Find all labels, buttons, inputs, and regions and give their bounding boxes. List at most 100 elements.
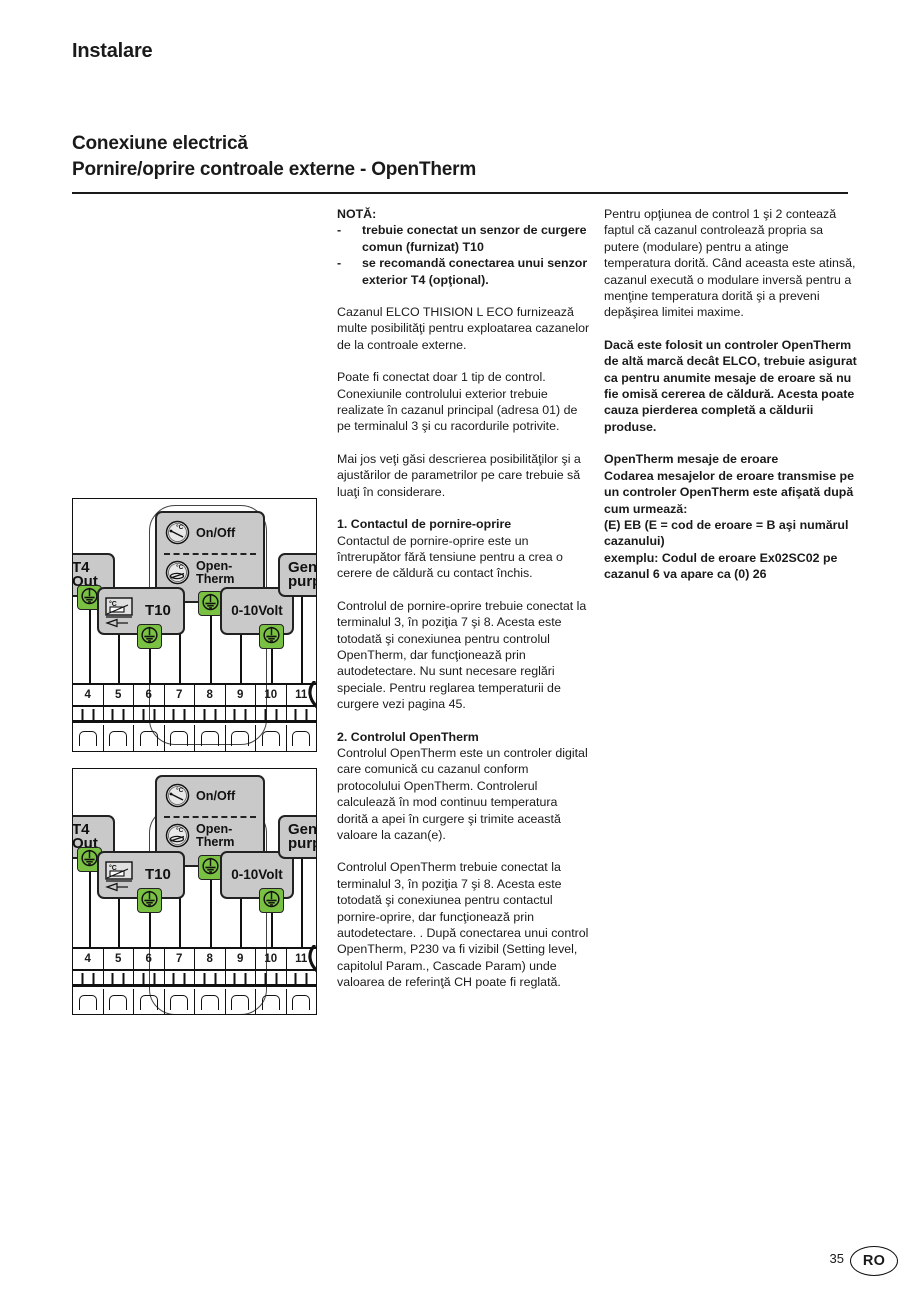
note-item-text: trebuie conectat un senzor de curgere co… — [362, 223, 587, 254]
terminal-cell: 6 — [134, 949, 165, 969]
row-onoff: °C On/Off — [157, 519, 263, 546]
terminal-cell: 7 — [165, 949, 195, 969]
label-opentherm: Open- Therm — [196, 821, 235, 849]
paragraph: Contactul de pornire-oprire este un într… — [337, 533, 563, 581]
terminal-clamp-row — [73, 707, 316, 723]
wire-t4 — [89, 597, 91, 683]
paragraph: Poate fi conectat doar 1 tip de control.… — [337, 370, 578, 434]
middle-text-column: NOTĂ: - trebuie conectat un senzor de cu… — [337, 206, 590, 1007]
note-heading: NOTĂ: — [337, 207, 377, 221]
right-text-column: Pentru opţiunea de control 1 şi 2 contea… — [604, 206, 857, 583]
wire-t4 — [89, 859, 91, 947]
wire-opentherm-a — [179, 867, 181, 947]
temperature-sensor-icon: °C — [104, 596, 140, 628]
terminal-clamp-row — [73, 971, 316, 987]
paragraph: Controlul de pornire-oprire trebuie cone… — [337, 598, 587, 712]
section-title: Conexiune electrică Pornire/oprire contr… — [72, 131, 476, 183]
note-dash: - — [337, 223, 342, 238]
note-list-item: - trebuie conectat un senzor de curgere … — [337, 222, 590, 255]
terminal-cell: 10 — [256, 949, 287, 969]
label-0-10-volt: 0-10Volt — [231, 603, 283, 618]
label-0-10-volt: 0-10Volt — [231, 867, 283, 882]
note-item-text: se recomandă conectarea unui senzor exte… — [362, 256, 588, 287]
locale-badge: RO — [850, 1246, 898, 1276]
note-list-item: - se recomandă conectarea unui senzor ex… — [337, 255, 590, 288]
error-block-example: exemplu: Codul de eroare Ex02SC02 pe caz… — [604, 550, 838, 582]
earth-connector-icon — [263, 626, 280, 644]
chapter-title: Instalare — [72, 40, 153, 62]
connector-opentherm — [198, 855, 223, 880]
label-general-purpose: Gen purp — [288, 559, 317, 590]
error-block-heading: OpenTherm mesaje de eroare — [604, 452, 779, 467]
header-divider-rule — [72, 192, 848, 194]
terminal-cell: 5 — [104, 685, 134, 705]
section-title-line-2: Pornire/oprire controale externe - OpenT… — [72, 159, 477, 180]
thermostat-dial-icon: °C — [164, 559, 191, 586]
connector-volt — [259, 624, 284, 649]
earth-connector-icon — [202, 857, 219, 875]
paragraph: Pentru opţiunea de control 1 şi 2 contea… — [604, 207, 856, 320]
terminal-strip: 4 5 6 7 8 9 10 11 — [73, 947, 316, 1014]
terminal-cell: 4 — [73, 949, 104, 969]
terminal-cell: 8 — [195, 949, 226, 969]
wire-volt-a — [240, 635, 242, 683]
wiring-diagram-onoff: T4 Out — [72, 498, 317, 752]
svg-text:°C: °C — [176, 523, 184, 531]
wiring-diagram-opentherm: T4 Out — [72, 768, 317, 1015]
connector-t10 — [137, 888, 162, 913]
error-block-description: Codarea mesajelor de eroare transmise pe… — [604, 468, 854, 516]
label-t10: T10 — [145, 602, 171, 619]
paragraph: Controlul OpenTherm este un controler di… — [337, 745, 588, 842]
wire-volt-b — [271, 635, 273, 683]
label-opentherm: Open- Therm — [196, 558, 235, 586]
subsection-heading-1: 1. Contactul de pornire-oprire — [337, 517, 512, 532]
wire-t10-b — [149, 635, 151, 683]
terminal-cell: 4 — [73, 685, 104, 705]
note-dash: - — [337, 256, 342, 271]
wire-opentherm-b — [210, 867, 212, 947]
earth-connector-icon — [263, 890, 280, 908]
wire-t10-b — [149, 899, 151, 947]
terminal-slots-row — [73, 989, 316, 1014]
terminal-slots-row — [73, 725, 316, 751]
terminal-numbers-row: 4 5 6 7 8 9 10 11 — [73, 683, 316, 707]
label-t10: T10 — [145, 866, 171, 883]
label-onoff: On/Off — [196, 525, 236, 540]
terminal-cell: 11 — [295, 689, 308, 701]
terminal-cell: 6 — [134, 685, 165, 705]
error-block-format: (E) EB (E = cod de eroare = B aşi număru… — [604, 517, 849, 549]
box-divider — [164, 553, 256, 555]
subsection-heading-2: 2. Controlul OpenTherm — [337, 729, 479, 744]
terminal-cell: 9 — [226, 685, 256, 705]
thermostat-dial-icon: °C — [164, 782, 191, 809]
connector-t10 — [137, 624, 162, 649]
terminal-cell: 5 — [104, 949, 134, 969]
terminal-cell: 8 — [195, 685, 226, 705]
svg-text:°C: °C — [176, 563, 184, 571]
connector-volt — [259, 888, 284, 913]
lead-wire-curve — [308, 681, 316, 709]
lead-wire-curve — [308, 945, 316, 973]
box-general-purpose: Gen purp — [278, 815, 317, 859]
page-number: 35 — [829, 1251, 844, 1266]
wire-gen — [301, 597, 303, 683]
terminal-cell: 7 — [165, 685, 195, 705]
box-general-purpose: Gen purp — [278, 553, 317, 597]
note-list: - trebuie conectat un senzor de curgere … — [337, 222, 590, 288]
thermostat-dial-icon: °C — [164, 519, 191, 546]
wire-volt-a — [240, 899, 242, 947]
box-divider — [164, 816, 256, 818]
wire-opentherm-b — [210, 603, 212, 683]
svg-text:°C: °C — [109, 600, 117, 608]
earth-connector-icon — [81, 849, 98, 867]
thermostat-dial-icon: °C — [164, 822, 191, 849]
temperature-sensor-icon: °C — [104, 860, 140, 892]
terminal-cell: 9 — [226, 949, 256, 969]
label-general-purpose: Gen purp — [288, 821, 317, 852]
row-opentherm: °C Open- Therm — [157, 559, 263, 586]
label-onoff: On/Off — [196, 788, 236, 803]
terminal-numbers-row: 4 5 6 7 8 9 10 11 — [73, 947, 316, 971]
terminal-cell: 10 — [256, 685, 287, 705]
svg-text:°C: °C — [176, 826, 184, 834]
